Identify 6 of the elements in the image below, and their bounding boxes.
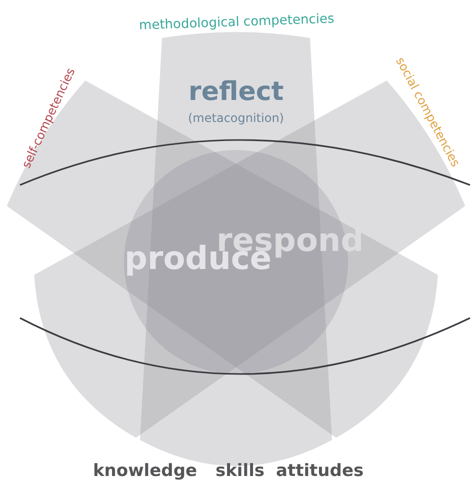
category-label: methodological competencies xyxy=(138,12,334,32)
axis-label: attitudes xyxy=(276,462,364,480)
subtitle-label: (metacognition) xyxy=(188,112,284,124)
axis-label: knowledge xyxy=(93,462,198,480)
axis-label: skills xyxy=(216,462,265,480)
heading-label: reflect xyxy=(188,79,284,105)
